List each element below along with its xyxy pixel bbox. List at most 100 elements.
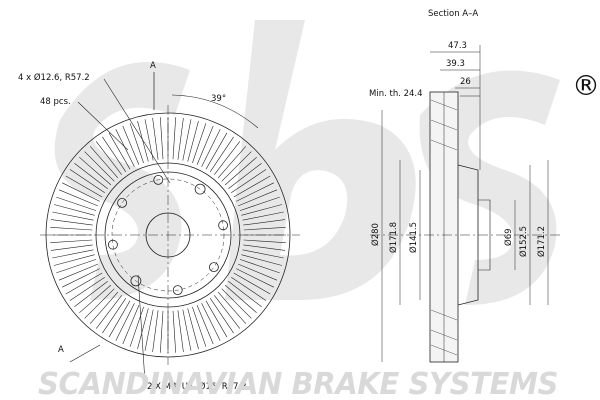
brand-watermark: SCANDINAVIAN BRAKE SYSTEMS	[38, 367, 558, 400]
vane-line	[160, 310, 164, 353]
vane-line	[233, 272, 271, 295]
holes-note: 4 x Ø12.6, R57.2	[18, 72, 90, 83]
vane-line	[242, 249, 284, 259]
vane-line	[160, 117, 164, 160]
vane-line	[95, 141, 122, 175]
vane-line	[209, 136, 234, 172]
ventilation-note: 48 pcs.	[40, 97, 71, 107]
vane-line	[196, 125, 214, 165]
vane-line	[122, 305, 140, 345]
vane-line	[214, 141, 241, 175]
vane-line	[209, 298, 234, 334]
vane-line	[182, 119, 192, 161]
vane-line	[50, 227, 93, 231]
vane-line	[221, 288, 252, 319]
bolt-hole	[117, 197, 127, 208]
vane-line	[65, 175, 103, 198]
vane-line	[172, 117, 176, 160]
vane-line	[74, 162, 108, 189]
vane-line	[50, 239, 93, 243]
vane-line	[224, 284, 257, 314]
vane-line	[152, 117, 159, 160]
vane-line	[214, 295, 241, 329]
vane-line	[217, 291, 247, 324]
vane-line	[238, 263, 278, 281]
threaded-hole	[194, 183, 206, 195]
vane-line	[177, 310, 184, 353]
vane-line	[108, 132, 131, 170]
vane-line	[65, 272, 103, 295]
ventilation-vanes	[50, 117, 286, 353]
bolt-hole	[108, 239, 118, 250]
vane-line	[95, 295, 122, 329]
vane-line	[243, 244, 286, 251]
vane-line	[108, 300, 131, 338]
vane-line	[242, 211, 284, 221]
vane-line	[241, 254, 283, 266]
vane-line	[201, 129, 221, 167]
vane-line	[224, 156, 257, 186]
vane-line	[144, 309, 154, 351]
vane-line	[196, 305, 214, 345]
vane-line	[69, 169, 105, 194]
vane-line	[192, 306, 207, 347]
dimension-47-3: 47.3	[448, 41, 467, 51]
vane-line	[187, 120, 199, 162]
vane-line	[50, 219, 93, 226]
vane-line	[50, 244, 93, 251]
section-marker-top: A	[150, 61, 156, 71]
vane-line	[115, 303, 135, 341]
vane-line	[182, 309, 192, 351]
vane-line	[201, 303, 221, 341]
vane-line	[56, 196, 97, 211]
vane-line	[177, 117, 184, 160]
vane-line	[129, 123, 144, 164]
vane-line	[172, 310, 176, 353]
dimension-171-8: Ø171.8	[388, 222, 399, 253]
section-marker-bottom: A	[58, 345, 64, 355]
vane-line	[205, 132, 228, 170]
vane-line	[187, 308, 199, 350]
vane-line	[62, 182, 100, 202]
dimension-152-5: Ø152.5	[518, 226, 529, 257]
vane-line	[221, 151, 252, 182]
vane-line	[52, 249, 94, 259]
vane-line	[79, 284, 112, 314]
dimension-141-5: Ø141.5	[408, 222, 419, 253]
vane-line	[241, 204, 283, 216]
vane-line	[236, 268, 274, 288]
angle-label: 39°	[211, 94, 226, 104]
bolt-hole	[172, 285, 183, 296]
vane-line	[89, 291, 119, 324]
vane-line	[129, 306, 144, 347]
sbs-logo-watermark	[54, 20, 560, 306]
disc-section-view	[370, 45, 560, 363]
vane-line	[74, 281, 108, 308]
vane-line	[52, 211, 94, 221]
vane-line	[102, 298, 127, 334]
disc-front-view	[40, 72, 300, 383]
section-title: Section A–A	[428, 9, 478, 19]
vane-line	[144, 119, 154, 161]
vane-line	[137, 308, 149, 350]
vane-line	[228, 162, 262, 189]
vane-line	[233, 175, 271, 198]
vane-line	[231, 169, 267, 194]
bolt-hole	[208, 262, 219, 273]
vane-line	[239, 259, 280, 274]
dimension-280: Ø280	[370, 223, 381, 246]
vane-line	[152, 310, 159, 353]
vane-line	[69, 276, 105, 301]
vane-line	[58, 263, 98, 281]
vane-line	[243, 239, 286, 243]
vane-line	[137, 120, 149, 162]
vane-line	[228, 281, 262, 308]
vane-line	[238, 189, 278, 207]
threads-note: 2 X M8, US. Ø16, R57.2	[147, 381, 247, 392]
vane-line	[205, 300, 228, 338]
vane-line	[239, 196, 280, 211]
vane-line	[89, 146, 119, 179]
vane-line	[84, 288, 115, 319]
vane-line	[102, 136, 127, 172]
bolt-hole	[153, 174, 164, 185]
